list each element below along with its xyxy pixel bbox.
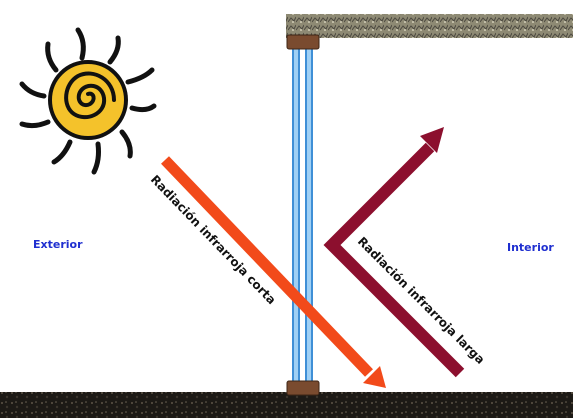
long-radiation-arrow: [332, 127, 460, 373]
short-radiation-label: Radiación infrarroja corta: [148, 172, 279, 307]
ceiling-slab: [286, 14, 573, 38]
sun-icon: [22, 30, 154, 172]
short-arrow-shaft: [165, 160, 369, 373]
double-glazed-window: [287, 35, 319, 395]
window-frame-top: [287, 35, 319, 49]
interior-label: Interior: [507, 241, 554, 254]
ground-slab: [0, 392, 573, 418]
window-frame-bottom: [287, 381, 319, 395]
exterior-label: Exterior: [33, 238, 83, 251]
glass-pane-outer: [293, 48, 299, 384]
long-arrow-shaft: [332, 147, 460, 373]
long-radiation-label: Radiación infrarroja larga: [355, 234, 488, 367]
glass-pane-inner: [306, 48, 312, 384]
